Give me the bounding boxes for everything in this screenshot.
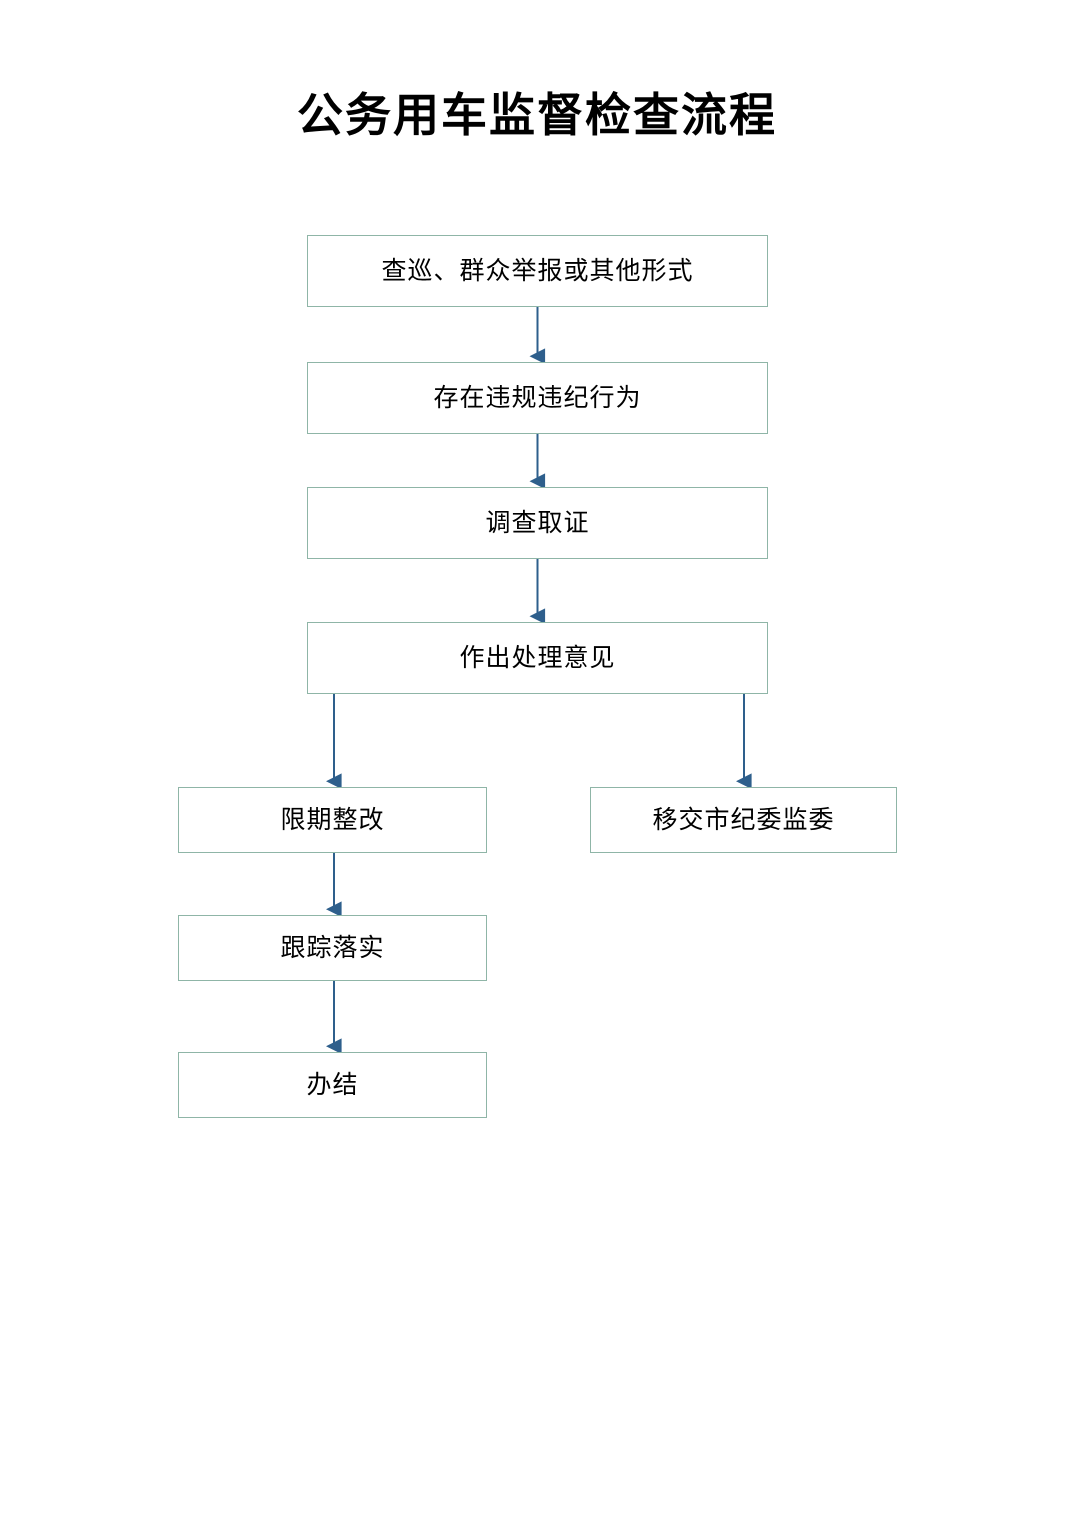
flow-node-inspection-source[interactable]: 查巡、群众举报或其他形式 (307, 235, 768, 307)
flow-node-violation-exists[interactable]: 存在违规违纪行为 (307, 362, 768, 434)
flow-node-case-closed[interactable]: 办结 (178, 1052, 487, 1118)
flow-node-issue-decision[interactable]: 作出处理意见 (307, 622, 768, 694)
flow-node-follow-up[interactable]: 跟踪落实 (178, 915, 487, 981)
flow-node-rectify-within-deadline[interactable]: 限期整改 (178, 787, 487, 853)
flow-node-transfer-to-commission[interactable]: 移交市纪委监委 (590, 787, 897, 853)
flow-node-investigate-evidence[interactable]: 调查取证 (307, 487, 768, 559)
page-title: 公务用车监督检查流程 (297, 88, 777, 142)
